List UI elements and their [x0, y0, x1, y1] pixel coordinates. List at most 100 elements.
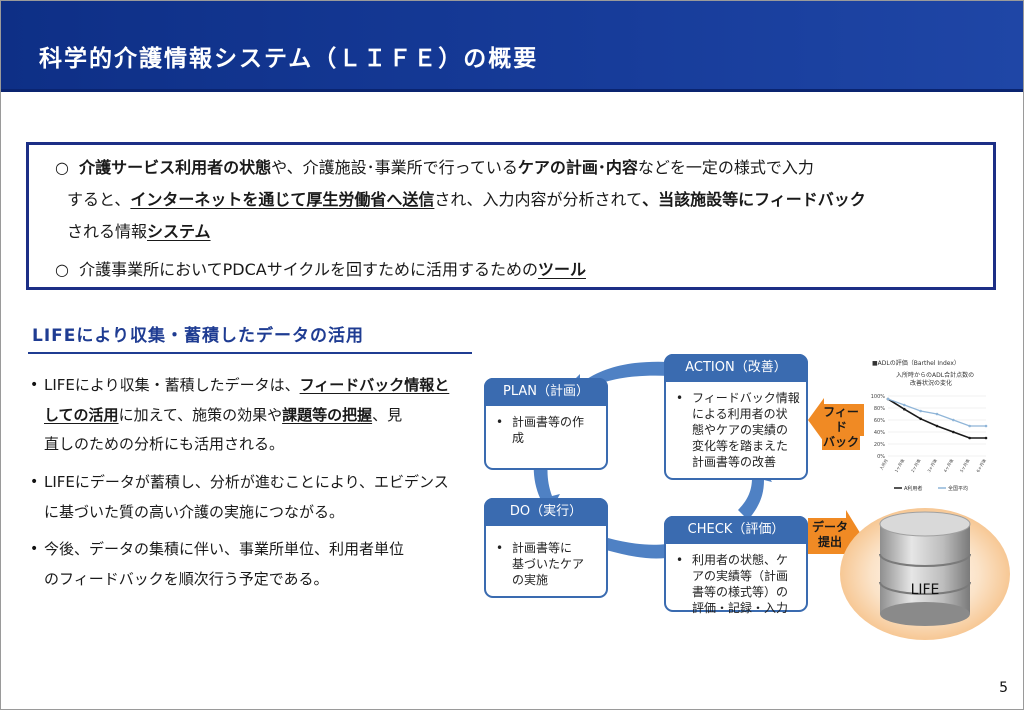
- action-text: フィードバック情報: [692, 391, 800, 405]
- bullet-text: しての活用: [44, 406, 119, 424]
- summary-text: ケアの計画･内容: [517, 158, 638, 177]
- database-icon: [879, 511, 971, 626]
- x-tick-label: 2ヶ月後: [909, 458, 921, 474]
- bullet-2-line-1: LIFEにデータが蓄積し、分析が進むことにより、エビデンス: [44, 473, 449, 491]
- summary-line-3: される情報システム: [67, 221, 211, 243]
- y-tick-label: 60%: [874, 418, 885, 424]
- legend-label: 全国平均: [948, 485, 968, 492]
- y-tick-label: 0%: [877, 454, 885, 460]
- summary-text: される情報: [67, 222, 148, 241]
- chart-title: 改善状況の変化: [910, 380, 953, 387]
- data-point: [919, 409, 922, 413]
- data-point: [984, 424, 988, 428]
- title-bar: 科学的介護情報システム（ＬＩＦＥ）の概要: [1, 1, 1023, 92]
- summary-text: され、入力内容が分析されて: [434, 190, 643, 209]
- summary-line-1: ○ 介護サービス利用者の状態や、介護施設･事業所で行っているケアの計画･内容など…: [55, 157, 814, 179]
- action-text: による利用者の状: [692, 407, 788, 421]
- bullet-1-line-2: しての活用に加えて、施策の効果や課題等の把握、見: [44, 402, 402, 429]
- data-point: [935, 424, 939, 428]
- y-tick-label: 40%: [874, 430, 885, 436]
- plan-text: 計画書等の作: [512, 415, 585, 429]
- page-number: 5: [999, 680, 1008, 696]
- action-header: ACTION（改善）: [664, 354, 808, 382]
- bullet-text: 、見: [372, 406, 403, 424]
- data-point: [952, 430, 955, 434]
- bullet-dot: •: [30, 377, 39, 393]
- series-line-1: [887, 398, 986, 427]
- data-point: [968, 436, 971, 440]
- bullet-dot: •: [496, 541, 504, 555]
- feedback-chart: ■ADLの評価（Barthel Index） 入所時からのADL合計点数の 改善…: [866, 356, 994, 496]
- plan-box: PLAN（計画） • 計画書等の作 成: [484, 378, 608, 470]
- feedback-label-text: バック: [822, 435, 859, 449]
- y-tick-label: 20%: [874, 442, 885, 448]
- x-tick-label: 1ヶ月後: [893, 458, 905, 474]
- chart-caption: ■ADLの評価（Barthel Index）: [872, 360, 960, 367]
- data-point: [968, 424, 971, 428]
- check-text: 利用者の状態、ケ: [692, 553, 789, 567]
- bullet-text: LIFEにより収集・蓄積したデータは、: [44, 376, 300, 394]
- do-box: DO（実行） • 計画書等に 基づいたケア の実施: [484, 498, 608, 598]
- x-tick-label: 5ヶ月後: [958, 458, 970, 474]
- bullet-3-line-2: のフィードバックを順次行う予定である。: [44, 570, 329, 588]
- feedback-label: フィード バック: [822, 405, 860, 450]
- x-tick-label: 6ヶ月後: [974, 458, 986, 474]
- check-text: 評価・記録・入力: [692, 601, 789, 615]
- data-point: [903, 403, 906, 407]
- bullet-text: 課題等の把握: [282, 406, 373, 424]
- check-text: 書等の様式等）の: [692, 585, 789, 599]
- data-point: [903, 407, 906, 411]
- submit-label: データ 提出: [812, 520, 848, 550]
- data-point: [886, 397, 890, 401]
- summary-text: 、当該施設等にフィードバック: [642, 190, 866, 209]
- data-point: [952, 418, 955, 422]
- summary-text: システム: [147, 222, 211, 241]
- do-text: の実施: [512, 573, 549, 587]
- check-header: CHECK（評価）: [664, 516, 808, 544]
- check-text: アの実績等（計画: [692, 569, 789, 583]
- plan-header: PLAN（計画）: [484, 378, 608, 406]
- do-header: DO（実行）: [484, 498, 608, 526]
- y-tick-label: 80%: [874, 406, 885, 412]
- submit-label-text: 提出: [817, 535, 842, 549]
- data-point: [984, 436, 988, 440]
- bullet-text: フィードバック情報と: [299, 376, 450, 394]
- check-box: CHECK（評価） • 利用者の状態、ケ アの実績等（計画 書等の様式等）の 評…: [664, 516, 808, 615]
- x-tick-label: 入所月: [878, 458, 889, 471]
- bullet-dot: •: [30, 474, 39, 490]
- summary-line-2: すると、インターネットを通じて厚生労働省へ送信され、入力内容が分析されて、当該施…: [67, 189, 866, 211]
- summary-text: ツール: [537, 260, 586, 279]
- summary-text: すると、: [67, 190, 131, 209]
- bullet-dot: •: [676, 391, 684, 405]
- x-tick-label: 3ヶ月後: [925, 458, 937, 474]
- action-text: 変化等を踏まえた: [692, 439, 789, 453]
- arrow-action-to-plan: [558, 361, 670, 402]
- section-divider: [28, 352, 472, 354]
- bullet-text: に加えて、施策の効果や: [118, 406, 283, 424]
- chart-title: 入所時からのADL合計点数の: [896, 372, 975, 379]
- summary-text: インターネットを通じて厚生労働省へ送信: [130, 190, 435, 209]
- feedback-label-text: フィード: [823, 405, 859, 434]
- action-text: 態やケアの実績の: [692, 423, 789, 437]
- do-text: 基づいたケア: [512, 557, 585, 571]
- bullet-dot: •: [30, 541, 39, 557]
- bullet-dot: •: [676, 553, 684, 567]
- action-box: ACTION（改善） • フィードバック情報 による利用者の状 態やケアの実績の…: [664, 354, 808, 480]
- legend-label: A利用者: [904, 485, 922, 492]
- plan-text: 成: [512, 431, 525, 445]
- section-heading: LIFEにより収集・蓄積したデータの活用: [32, 326, 365, 346]
- submit-label-text: データ: [812, 520, 849, 534]
- life-label: LIFE: [910, 582, 940, 598]
- circle-mark: ○: [55, 158, 69, 177]
- data-point: [919, 417, 922, 421]
- data-point: [935, 412, 939, 416]
- bullet-1-line-3: 直しのための分析にも活用される。: [44, 435, 285, 453]
- circle-mark: ○: [55, 260, 69, 279]
- summary-box: ○ 介護サービス利用者の状態や、介護施設･事業所で行っているケアの計画･内容など…: [26, 142, 996, 290]
- summary-text: 介護サービス利用者の状態: [79, 158, 272, 177]
- x-tick-label: 4ヶ月後: [942, 458, 954, 474]
- bullet-3-line-1: 今後、データの集積に伴い、事業所単位、利用者単位: [44, 540, 405, 558]
- bullet-2-line-2: に基づいた質の高い介護の実施につながる。: [44, 503, 345, 521]
- action-text: 計画書等の改善: [692, 455, 777, 469]
